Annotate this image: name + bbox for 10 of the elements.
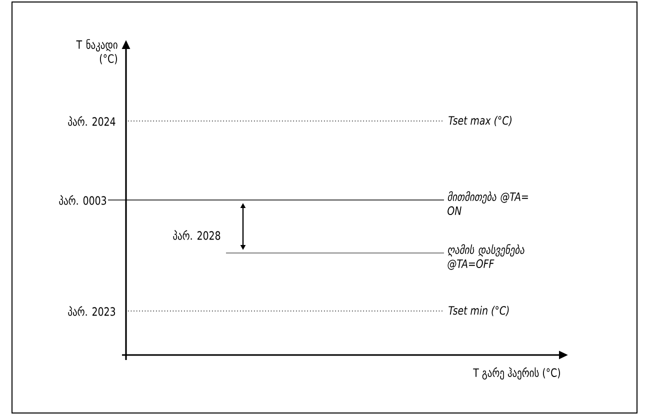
dimension-label: პარ. 2028 <box>173 230 220 240</box>
axis-label: T გარე ჰაერის (°C) <box>473 367 560 380</box>
line-label: მითმითება @TA= ON <box>448 191 528 215</box>
axis-label: T ნაკადი (°C) <box>76 39 118 64</box>
level-label: Tset min (°C) <box>448 306 509 316</box>
level-label: პარ. 0003 <box>59 195 106 205</box>
line-label: ღამის დასვენება @TA=OFF <box>448 244 524 270</box>
level-label: Tset max (°C) <box>448 116 512 126</box>
level-label: პარ. 2023 <box>68 306 116 316</box>
level-label: პარ. 2024 <box>68 116 116 126</box>
